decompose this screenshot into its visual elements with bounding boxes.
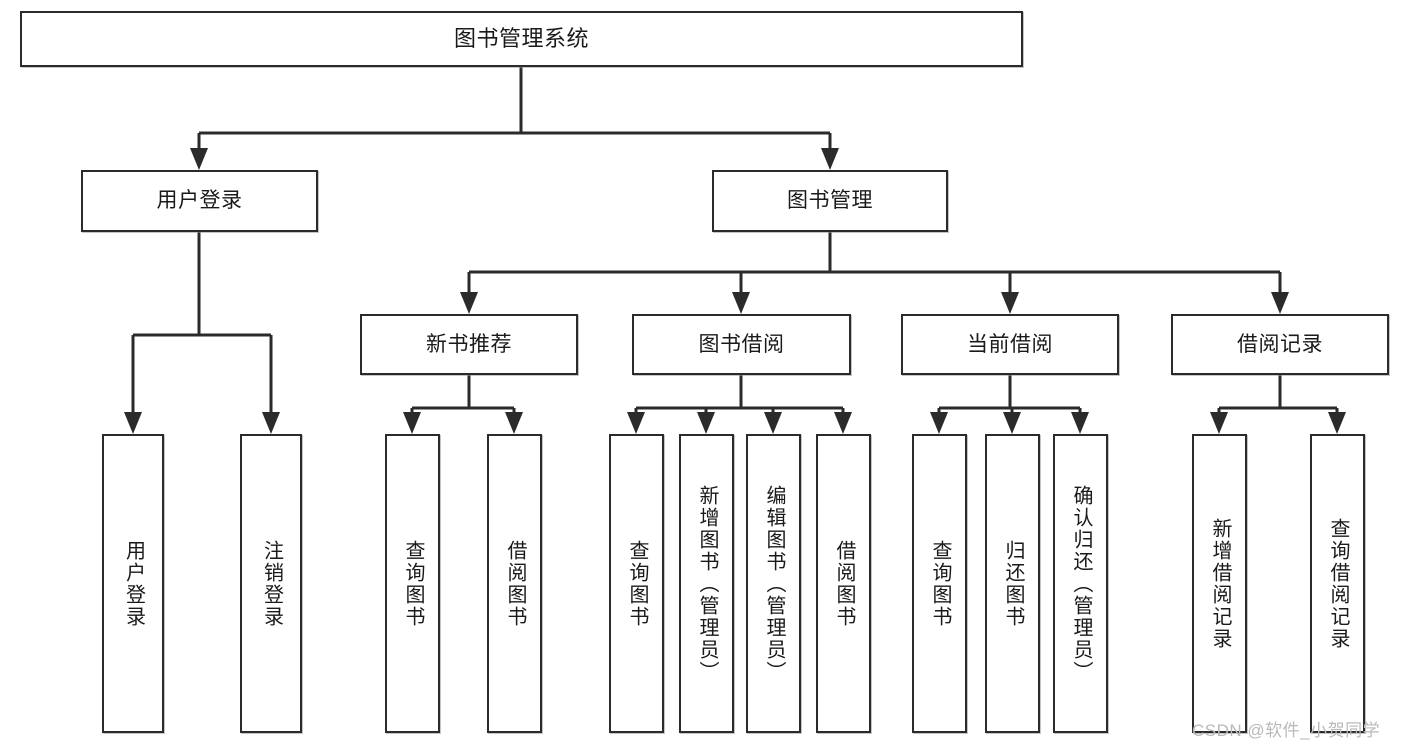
node-leaf-query-book-current[interactable]: 查询图书 [912,434,967,733]
node-leaf-add-borrow-record[interactable]: 新增借阅记录 [1192,434,1247,733]
node-leaf-return-book[interactable]: 归还图书 [985,434,1040,733]
node-label: 确认归还（管理员） [1070,484,1092,683]
node-label: 新增借阅记录 [1209,517,1231,650]
node-book-borrow[interactable]: 图书借阅 [632,314,851,375]
node-label: 查询借阅记录 [1327,517,1349,650]
node-label: 图书管理 [787,189,873,213]
node-leaf-query-borrow-record[interactable]: 查询借阅记录 [1310,434,1365,733]
node-root-system[interactable]: 图书管理系统 [20,11,1023,67]
node-label: 用户登录 [156,189,243,213]
node-leaf-edit-book-admin[interactable]: 编辑图书（管理员） [746,434,801,733]
node-leaf-borrow-book-recommend[interactable]: 借阅图书 [487,434,542,733]
node-label: 借阅记录 [1237,332,1323,356]
node-label: 当前借阅 [967,332,1053,356]
node-label: 图书管理系统 [453,25,589,51]
node-label: 新增图书（管理员） [696,484,718,683]
node-label: 注销登录 [260,539,283,628]
node-label: 查询图书 [929,539,951,628]
node-label: 归还图书 [1002,539,1024,628]
node-label: 借阅图书 [504,539,526,628]
node-label: 用户登录 [122,539,145,628]
node-label: 编辑图书（管理员） [763,484,785,683]
node-leaf-user-logout[interactable]: 注销登录 [240,434,302,733]
node-user-login[interactable]: 用户登录 [81,170,318,232]
node-label: 图书借阅 [698,332,785,356]
node-leaf-query-book-borrow[interactable]: 查询图书 [609,434,664,733]
node-current-borrow[interactable]: 当前借阅 [901,314,1119,375]
node-label: 查询图书 [626,539,648,628]
node-leaf-query-book-recommend[interactable]: 查询图书 [385,434,440,733]
node-leaf-add-book-admin[interactable]: 新增图书（管理员） [679,434,734,733]
node-book-management[interactable]: 图书管理 [712,170,948,232]
node-label: 查询图书 [402,539,424,628]
node-borrow-record[interactable]: 借阅记录 [1171,314,1389,375]
watermark-text: CSDN @软件_小贺同学 [1192,721,1381,740]
node-label: 新书推荐 [426,332,512,356]
node-leaf-borrow-book[interactable]: 借阅图书 [816,434,871,733]
node-leaf-user-login[interactable]: 用户登录 [102,434,164,733]
node-new-book-recommend[interactable]: 新书推荐 [360,314,578,375]
node-leaf-confirm-return-admin[interactable]: 确认归还（管理员） [1053,434,1108,733]
node-label: 借阅图书 [833,539,855,628]
